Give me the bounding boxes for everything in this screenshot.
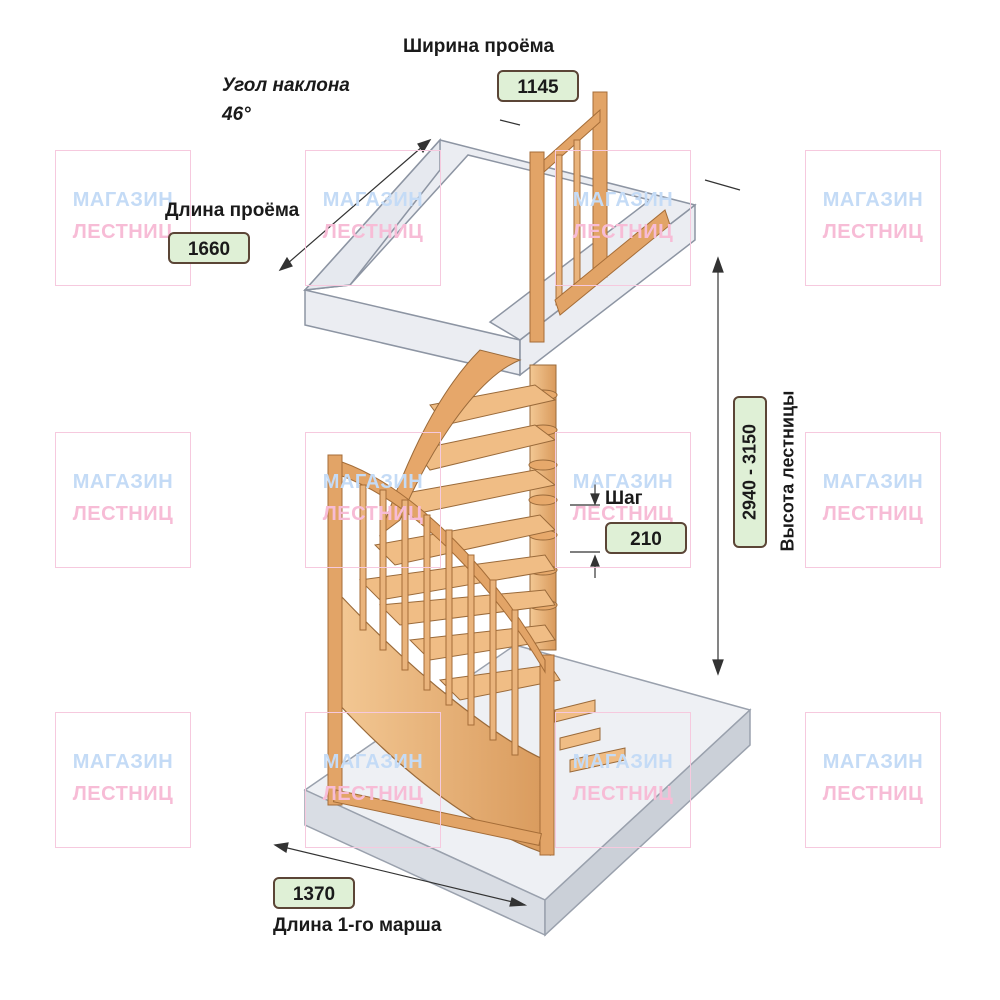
step-title: Шаг (605, 488, 643, 509)
height-value: 2940 - 3150 (739, 423, 760, 521)
height-value-box: 2940 - 3150 (733, 396, 767, 548)
lower-railing (327, 454, 555, 856)
lower-flight-steps (554, 699, 626, 773)
opening-width-title: Ширина проёма (403, 36, 555, 57)
slope-value: 46° (222, 104, 251, 125)
dimension-lines (273, 119, 741, 907)
upper-railing (529, 91, 671, 343)
height-title: Высота лестницы (777, 390, 798, 552)
slope-title: Угол наклона (222, 75, 350, 96)
opening-width-value: 1145 (497, 70, 579, 102)
first-flight-value: 1370 (273, 877, 355, 909)
opening-length-title: Длина проёма (165, 200, 300, 221)
step-value: 210 (605, 522, 687, 554)
opening-length-value: 1660 (168, 232, 250, 264)
first-flight-title: Длина 1-го марша (273, 915, 442, 936)
